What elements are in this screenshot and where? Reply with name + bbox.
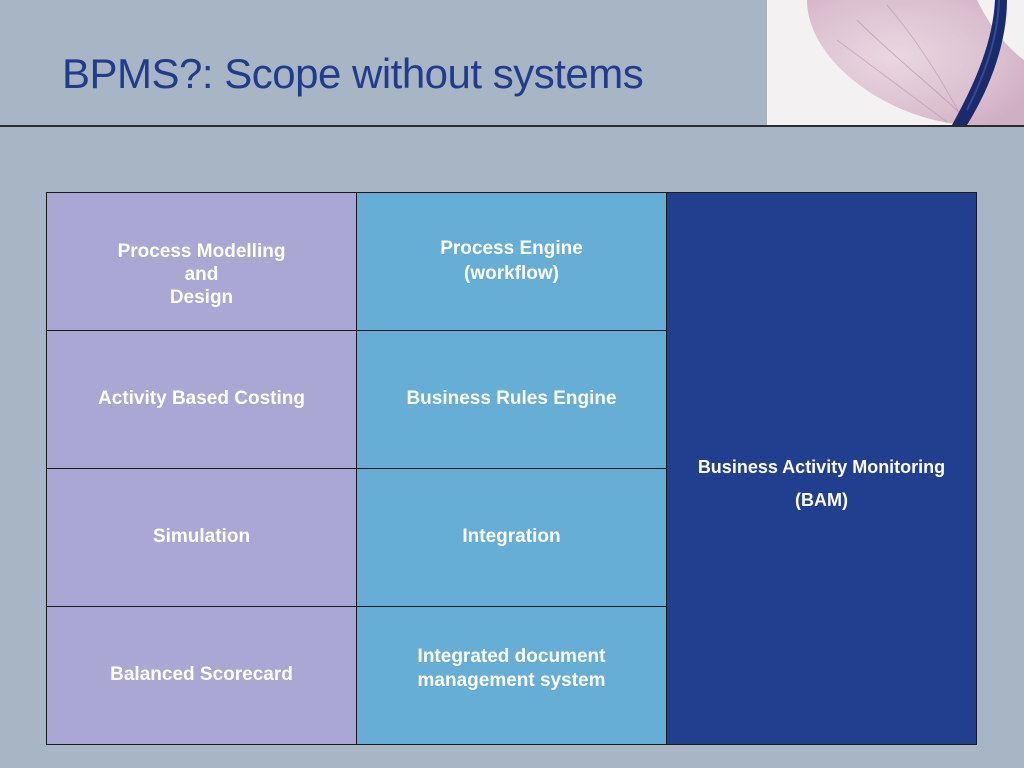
bpms-scope-table: Process Modelling and Design Process Eng… — [46, 192, 977, 745]
cell-integration: Integration — [357, 469, 667, 607]
cell-document-management: Integrated document management system — [357, 607, 667, 744]
title-divider — [0, 125, 1024, 127]
cell-simulation: Simulation — [47, 469, 357, 607]
cell-process-engine: Process Engine (workflow) — [357, 193, 667, 331]
slide-title: BPMS?: Scope without systems — [62, 50, 644, 97]
cell-balanced-scorecard: Balanced Scorecard — [47, 607, 357, 744]
cell-business-rules-engine: Business Rules Engine — [357, 331, 667, 469]
cell-business-activity-monitoring: Business Activity Monitoring (BAM) — [667, 193, 976, 744]
flower-image — [767, 0, 1024, 125]
cell-process-modelling: Process Modelling and Design — [47, 193, 357, 331]
cell-activity-based-costing: Activity Based Costing — [47, 331, 357, 469]
